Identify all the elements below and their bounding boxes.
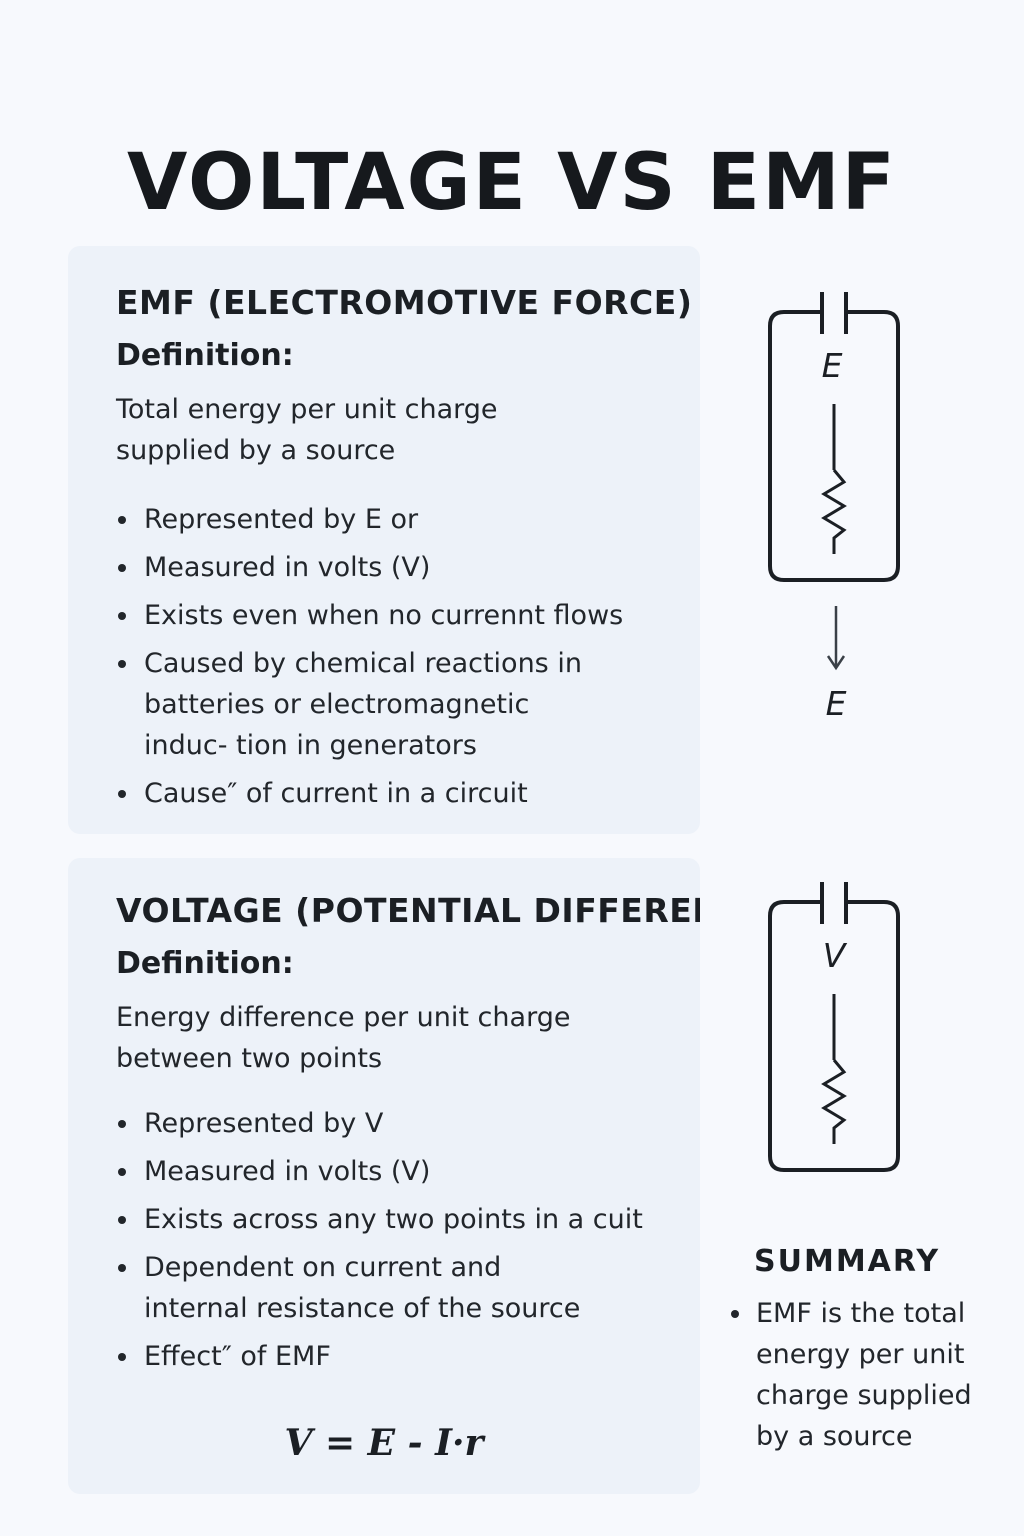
emf-bullet-text: Cause″ of current in a circuit [144,778,528,809]
voltage-bullet: Measured in volts (V) [116,1151,644,1192]
bullet-dot-icon [118,516,126,524]
summary-bullet-text: EMF is the total energy per unit charge … [756,1298,972,1452]
voltage-card: VOLTAGE (POTENTIAL DIFFERENCE) Definitio… [68,858,700,1494]
voltage-bullet: Represented by V [116,1103,644,1144]
bullet-dot-icon [118,1216,126,1224]
voltage-bullet-text: Exists across any two points in a cuit [144,1204,643,1235]
emf-bullet-text: Measured in volts (V) [144,552,431,583]
voltage-circuit-icon [768,882,900,1172]
resistor-zigzag [821,1059,847,1144]
voltage-symbol-label: V [822,936,846,975]
bullet-dot-icon [118,1353,126,1361]
voltage-heading: VOLTAGE (POTENTIAL DIFFERENCE) [116,891,700,930]
emf-bullet: Caused by chemical reactions in batterie… [116,643,614,766]
circuit-loop [768,900,900,1172]
emf-circuit-icon [768,292,900,582]
emf-bullet: Measured in volts (V) [116,547,644,588]
circuit-loop [768,310,900,582]
voltage-bullet-list: Represented by V Measured in volts (V) E… [116,1103,700,1377]
emf-bullet: Exists even when no currennt flows [116,595,644,636]
emf-bullet-list: Represented by E or Measured in volts (V… [116,499,700,814]
bullet-dot-icon [118,790,126,798]
summary-bullet: EMF is the total energy per unit charge … [728,1293,996,1457]
bullet-dot-icon [731,1310,739,1318]
bullet-dot-icon [118,660,126,668]
voltage-bullet: Effect″ of EMF [116,1336,644,1377]
emf-circuit-diagram: E [760,286,910,586]
voltage-card-content: VOLTAGE (POTENTIAL DIFFERENCE) Definitio… [116,894,700,1384]
bullet-dot-icon [118,1120,126,1128]
emf-bullet-text: Caused by chemical reactions in batterie… [144,648,582,761]
emf-bullet-text: Exists even when no currennt flows [144,600,624,631]
voltage-bullet-text: Dependent on current and internal resist… [144,1252,581,1324]
voltage-definition-text: Energy difference per unit charge betwee… [116,1002,571,1074]
voltage-formula: V = E - I·r [284,1422,484,1464]
emf-bullet: Represented by E or [116,499,644,540]
emf-heading: EMF (ELECTROMOTIVE FORCE) [116,283,693,322]
page-title: VOLTAGE VS EMF [127,138,897,229]
bullet-dot-icon [118,612,126,620]
voltage-definition-label: Definition: [116,946,294,981]
down-arrow-icon [824,604,848,678]
voltage-bullet: Dependent on current and internal resist… [116,1247,604,1329]
voltage-bullet-text: Represented by V [144,1108,384,1139]
emf-symbol-label: E [821,346,843,385]
bullet-dot-icon [118,564,126,572]
summary-section: SUMMARY EMF is the total energy per unit… [728,1244,1008,1457]
emf-bullet: Cause″ of current in a circuit [116,773,644,814]
voltage-circuit-diagram: V [760,876,910,1176]
bullet-dot-icon [118,1264,126,1272]
voltage-bullet: Exists across any two points in a cuit [116,1199,644,1240]
voltage-bullet-text: Measured in volts (V) [144,1156,431,1187]
emf-definition-label: Definition: [116,338,294,373]
emf-card: EMF (ELECTROMOTIVE FORCE) Definition: To… [68,246,700,834]
voltage-bullet-text: Effect″ of EMF [144,1341,331,1372]
emf-definition-text: Total energy per unit charge supplied by… [116,394,498,466]
emf-bullet-text: Represented by E or [144,504,419,535]
arrow-label: E [825,684,847,723]
resistor-zigzag [821,469,847,554]
bullet-dot-icon [118,1168,126,1176]
summary-heading: SUMMARY [754,1244,941,1279]
emf-card-content: EMF (ELECTROMOTIVE FORCE) Definition: To… [116,286,700,821]
